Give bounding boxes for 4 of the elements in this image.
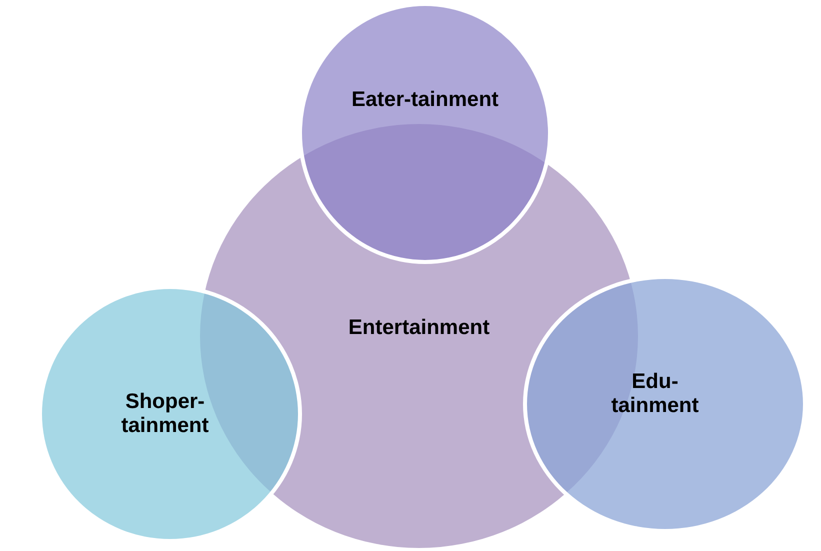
circle-label: Eater-tainment: [351, 88, 499, 112]
circle-label: Edu- tainment: [610, 370, 700, 418]
circle-label: Shoper- tainment: [120, 390, 210, 438]
circle-label: Entertainment: [348, 316, 490, 340]
